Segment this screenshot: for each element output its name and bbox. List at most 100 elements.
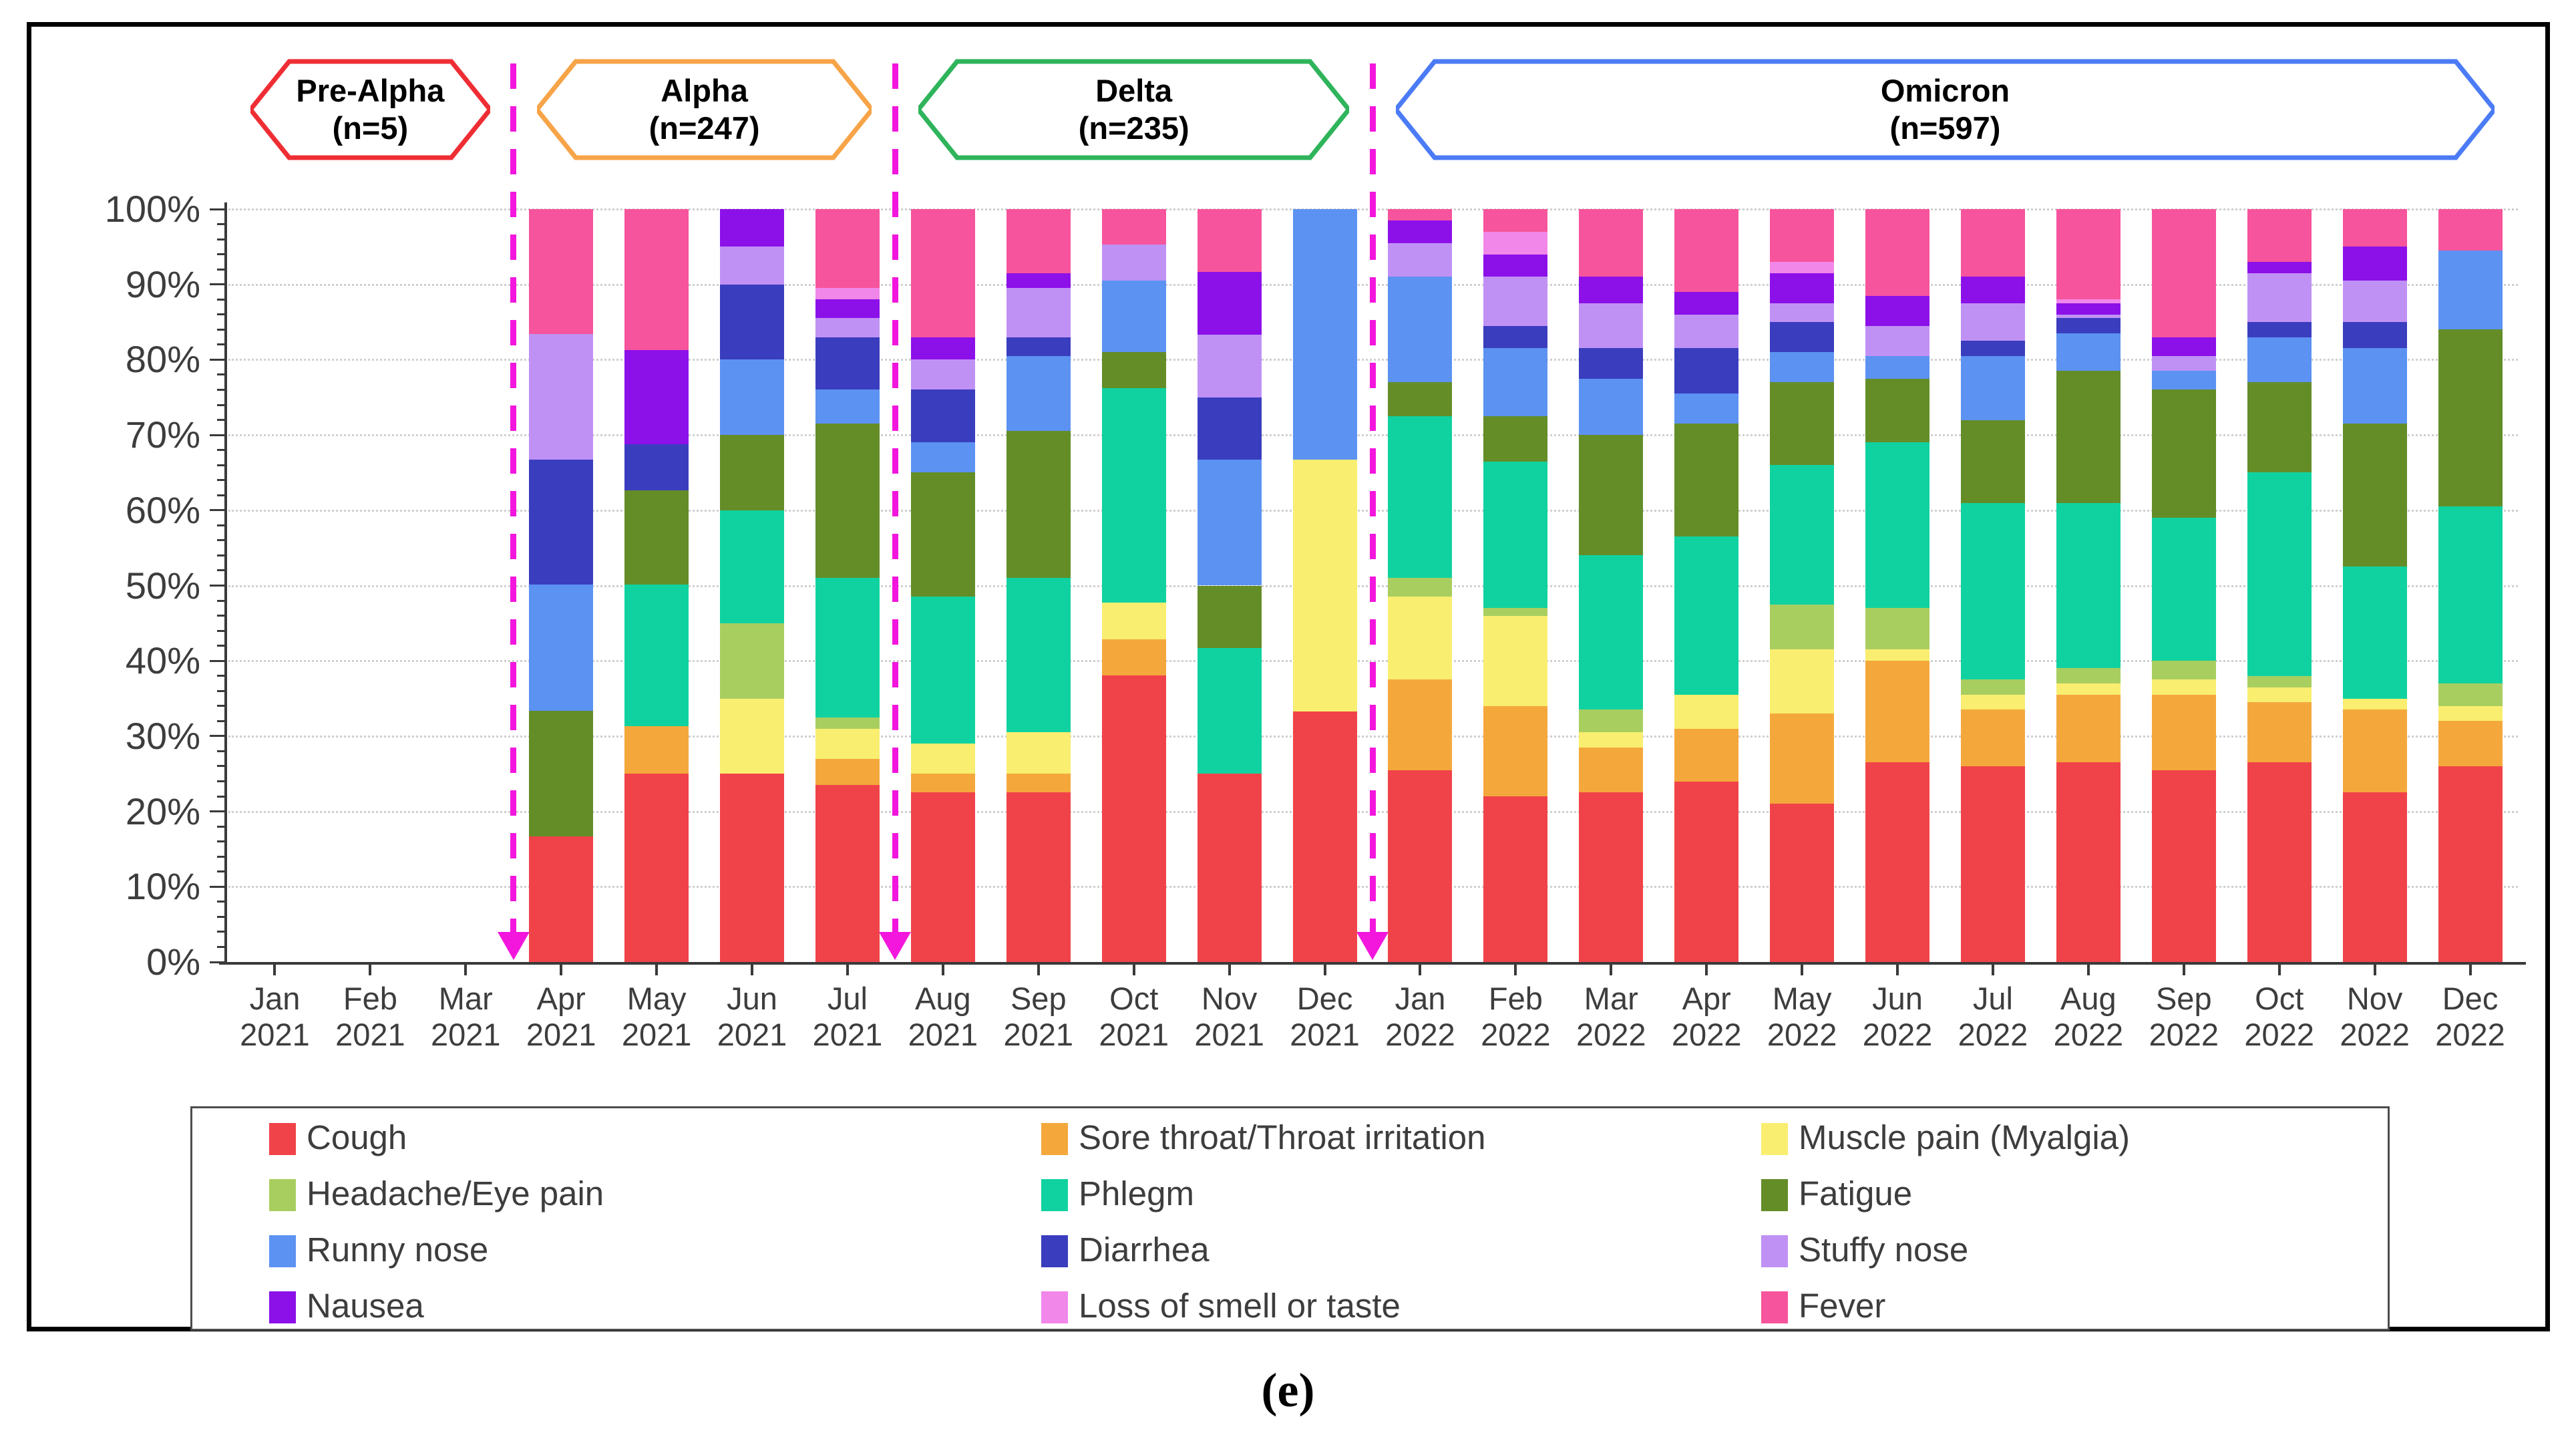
bar-segment — [2247, 472, 2312, 676]
month-label: Feb — [1488, 981, 1543, 1016]
y-minor-tick — [217, 599, 227, 602]
bar-segment — [2438, 329, 2503, 507]
bar-segment — [910, 597, 975, 744]
bar-segment — [1006, 578, 1071, 733]
bar-segment — [2247, 675, 2312, 687]
bar-segment — [1006, 792, 1071, 962]
y-minor-tick — [217, 569, 227, 572]
variant-sample-size: (n=5) — [332, 110, 409, 146]
month-label: Sep — [2155, 981, 2212, 1016]
bar-segment — [1960, 355, 2025, 420]
bar-segment — [1865, 649, 1930, 661]
variant-arrow-omicron: Omicron(n=597) — [1393, 59, 2498, 160]
month-label: Mar — [438, 981, 493, 1016]
variant-arrow-alpha: Alpha(n=247) — [534, 59, 875, 160]
bar-segment — [2056, 668, 2121, 683]
bar-segment — [1101, 281, 1166, 353]
variant-name: Delta — [1095, 73, 1173, 108]
bar-segment — [720, 510, 785, 623]
bar-segment — [2151, 337, 2216, 356]
bar-segment — [2438, 250, 2503, 330]
legend-swatch — [1761, 1179, 1788, 1211]
bar-segment — [2342, 247, 2407, 281]
year-label: 2022 — [2244, 1017, 2314, 1052]
bar-segment — [1674, 424, 1739, 537]
bar-segment — [1006, 732, 1071, 774]
bar-segment — [1865, 378, 1930, 443]
bar-segment — [1770, 261, 1835, 273]
y-axis-tick-label: 10% — [125, 865, 200, 908]
y-major-tick — [210, 358, 227, 361]
month-label: Dec — [2442, 981, 2499, 1016]
bar-segment — [1101, 209, 1166, 245]
y-minor-tick — [217, 795, 227, 798]
y-major-tick — [210, 509, 227, 512]
y-minor-tick — [217, 539, 227, 542]
month-label: Jun — [1872, 981, 1923, 1016]
y-axis-tick-label: 50% — [125, 564, 200, 607]
y-minor-tick — [217, 840, 227, 843]
bar-segment — [1101, 352, 1166, 389]
year-label: 2021 — [1003, 1017, 1074, 1052]
bar-segment — [2151, 770, 2216, 962]
month-label: Dec — [1296, 981, 1353, 1016]
y-minor-tick — [217, 554, 227, 556]
y-minor-tick — [217, 855, 227, 858]
y-minor-tick — [217, 238, 227, 240]
variant-divider-dashed-line — [510, 63, 517, 932]
y-major-tick — [210, 885, 227, 888]
bar-segment — [2151, 679, 2216, 695]
legend-label: Phlegm — [1079, 1174, 1194, 1213]
y-minor-tick — [217, 494, 227, 496]
bar-segment — [720, 774, 785, 962]
bar-segment — [1006, 355, 1071, 432]
y-minor-tick — [217, 373, 227, 376]
legend-swatch — [1041, 1235, 1068, 1267]
y-minor-tick — [217, 870, 227, 873]
bar-segment — [1865, 355, 1930, 379]
x-axis-tick — [1419, 965, 1422, 975]
x-axis-tick — [369, 965, 372, 975]
year-label: 2022 — [2053, 1017, 2124, 1052]
legend-label: Fever — [1799, 1287, 1886, 1325]
bar-segment — [1006, 774, 1071, 793]
bar-segment — [1674, 536, 1739, 695]
y-major-tick — [210, 961, 227, 963]
bar-segment — [2438, 683, 2503, 706]
bar-segment — [2247, 261, 2312, 273]
legend-swatch — [269, 1235, 296, 1267]
bar-segment — [2056, 318, 2121, 333]
bar-segment — [1197, 648, 1262, 774]
month-label: Jan — [1395, 981, 1446, 1016]
bar-segment — [1770, 303, 1835, 323]
bar-segment — [1960, 277, 2025, 303]
month-label: May — [626, 981, 687, 1016]
x-axis-tick — [1705, 965, 1708, 975]
bar-segment — [1865, 295, 1930, 326]
x-axis-tick — [1514, 965, 1517, 975]
legend-label: Cough — [307, 1118, 407, 1156]
bar-segment — [1101, 603, 1166, 639]
bar-segment — [2342, 209, 2407, 247]
x-axis-tick — [2373, 965, 2376, 975]
bar-segment — [1388, 578, 1453, 597]
bar-segment — [1770, 209, 1835, 262]
bar-segment — [1770, 804, 1835, 962]
bar-segment — [720, 284, 785, 360]
bar-segment — [1674, 291, 1739, 315]
y-axis-tick-label: 70% — [125, 414, 200, 456]
y-minor-tick — [217, 449, 227, 452]
legend-label: Runny nose — [307, 1231, 489, 1269]
bar-segment — [2056, 314, 2121, 319]
